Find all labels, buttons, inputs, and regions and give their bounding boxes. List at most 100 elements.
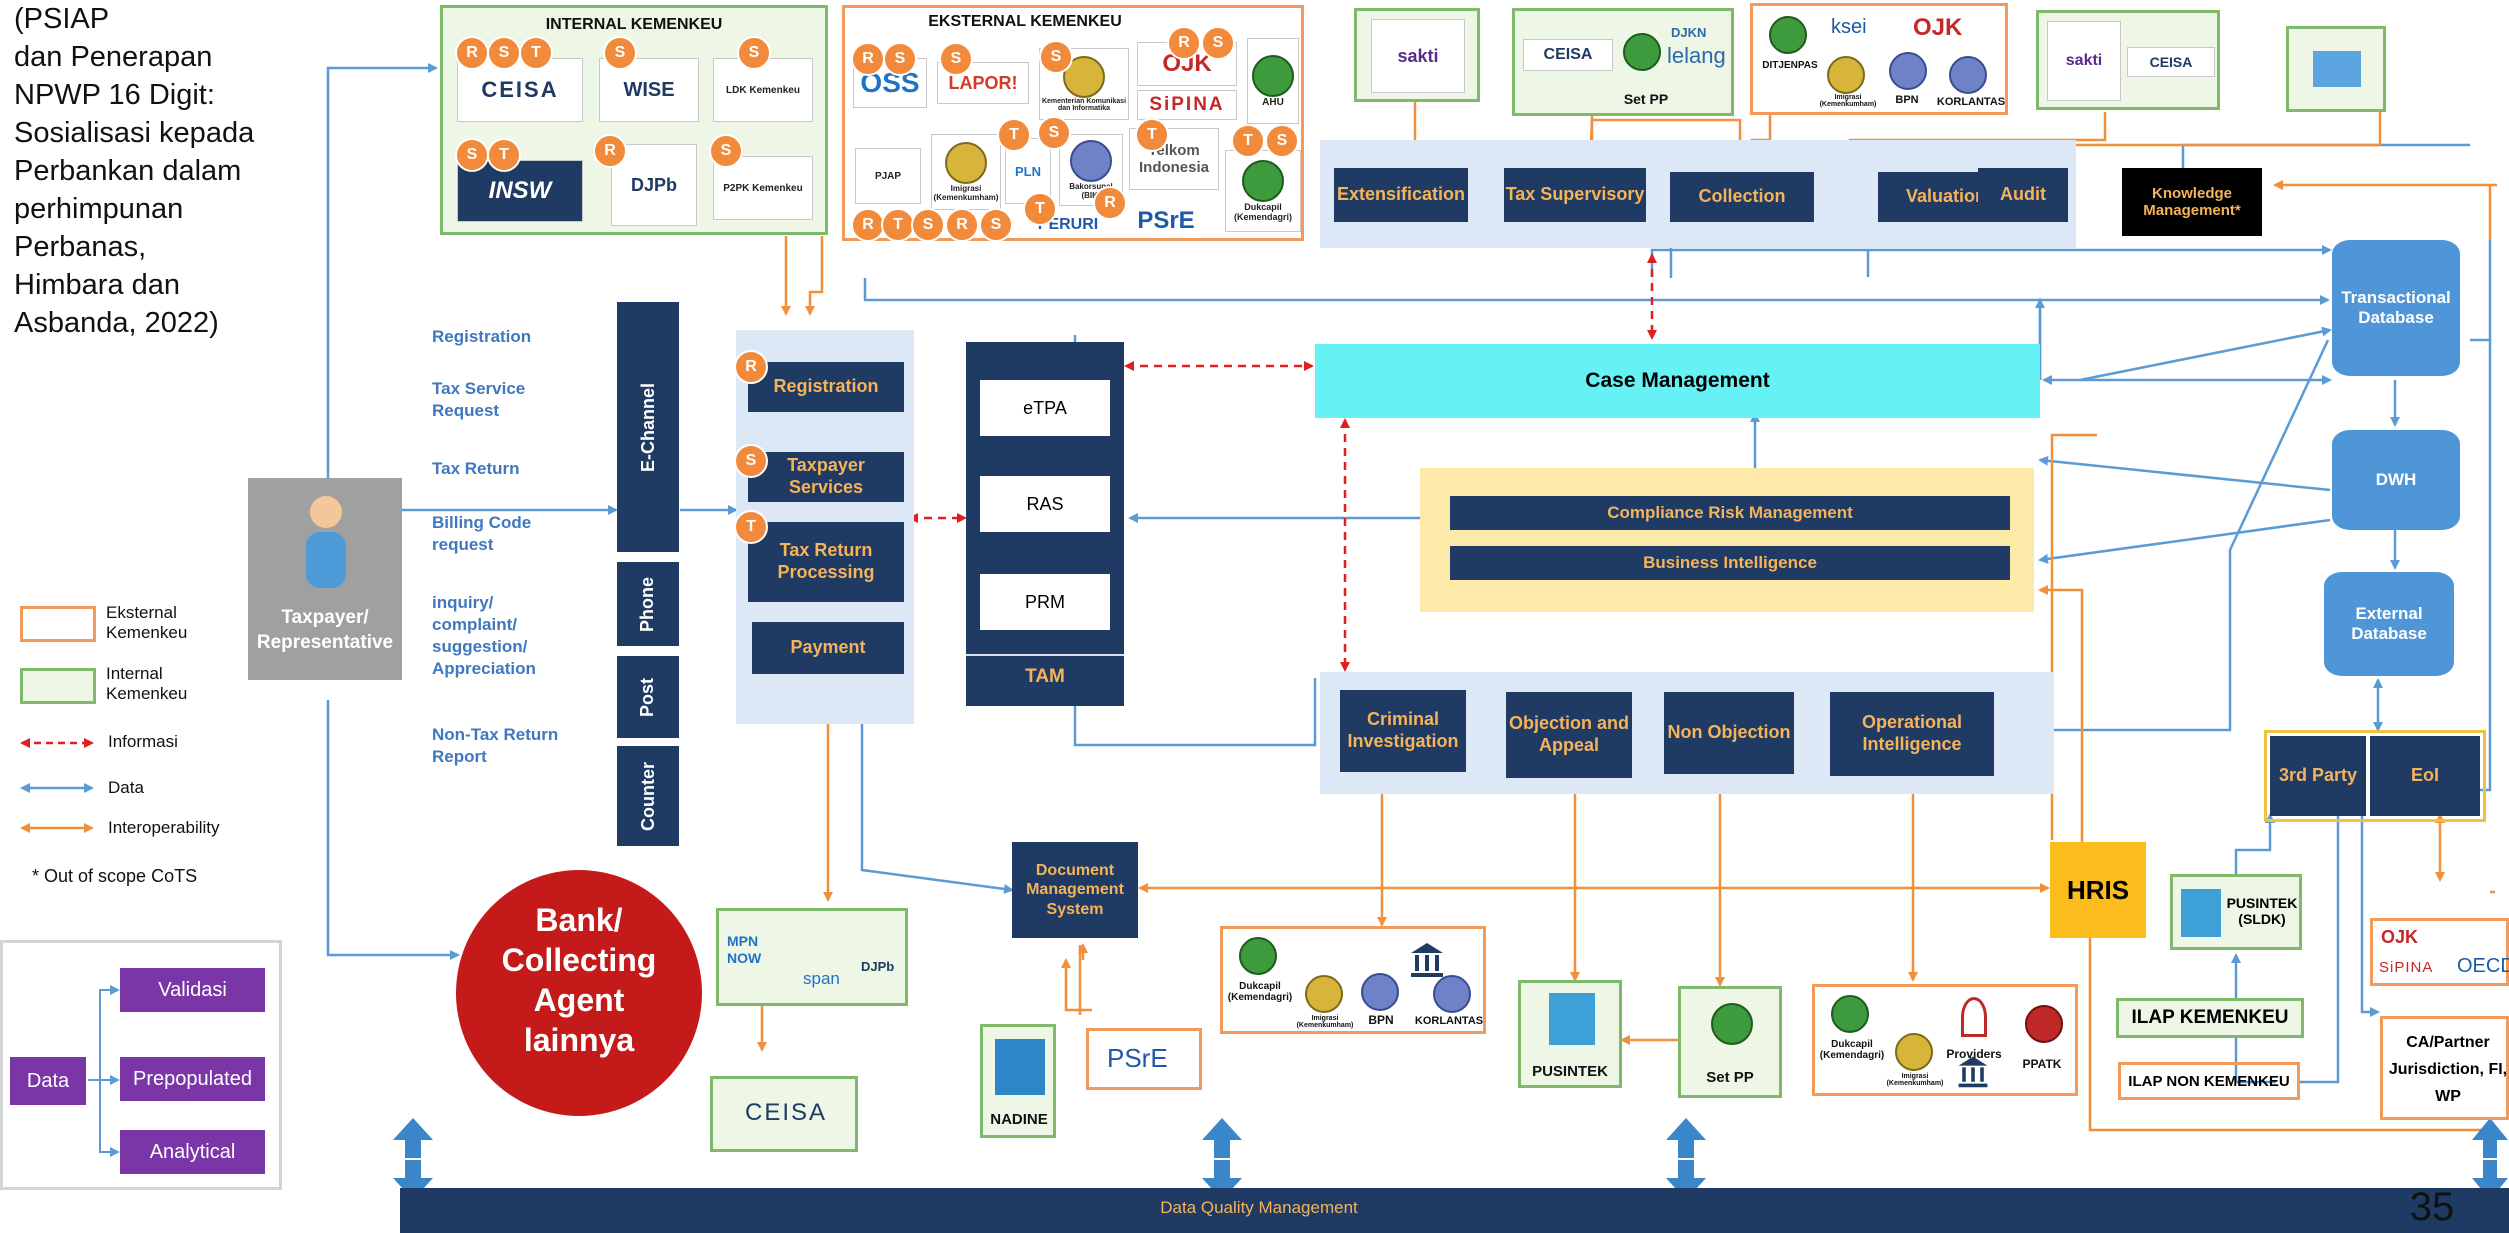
kominfo-seal-icon <box>1063 56 1105 98</box>
kominfo-label: Kementerian Komunikasi dan Informatika <box>1041 98 1127 112</box>
legend-label-interoperability: Interoperability <box>108 818 220 837</box>
mpn-span-group: MPN NOW span DJPb <box>716 908 908 1006</box>
validasi-node: Validasi <box>120 968 265 1012</box>
wise-label: WISE <box>623 78 675 101</box>
mpn-now-text: MPN NOW <box>727 933 762 966</box>
badge-s: S <box>737 36 771 70</box>
legend-label-internal: Internal Kemenkeu <box>106 664 188 703</box>
ceisa-2-logo: CEISA <box>2127 47 2215 77</box>
source-line: NPWP 16 Digit: <box>14 79 215 111</box>
ceisa-label: CEISA <box>481 77 559 102</box>
imigrasi-b1-seal-icon <box>1305 975 1343 1013</box>
legend-label-informasi: Informasi <box>108 732 178 751</box>
taxpayer-services-box: Taxpayer Services <box>748 452 904 502</box>
insw-logo: INSW <box>457 160 583 222</box>
bottom-external-group-1: Dukcapil (Kemendagri) Imigrasi (Kemenkum… <box>1220 926 1486 1034</box>
badge-s: S <box>883 42 917 76</box>
ceisa-top-label: CEISA <box>1543 46 1593 63</box>
badge-r: R <box>593 134 627 168</box>
dukcapil-logo: Dukcapil (Kemendagri) <box>1225 150 1301 232</box>
djpb-label: DJPb <box>630 174 677 195</box>
phone-label: Phone <box>637 576 658 632</box>
person-icon <box>306 496 346 588</box>
pjap-label: PJAP <box>874 170 902 182</box>
psre-bottom-label: PSrE <box>1107 1043 1168 1073</box>
badge-s: S <box>1265 124 1299 158</box>
ilap-non-kemenkeu-box: ILAP NON KEMENKEU <box>2118 1062 2300 1100</box>
ilap-kemenkeu-box: ILAP KEMENKEU <box>2116 998 2304 1038</box>
ceisa-2-label: CEISA <box>2149 54 2193 70</box>
source-line: dan Penerapan <box>14 41 213 73</box>
set-pp-b-seal-icon <box>1711 1003 1753 1045</box>
process-collection: Collection <box>1670 172 1814 222</box>
imigrasi-b1-caption: Imigrasi (Kemenkumham) <box>1296 1015 1354 1029</box>
badge-r: R <box>1093 186 1127 220</box>
insw-label: INSW <box>488 177 552 204</box>
nadine-icon <box>995 1039 1045 1095</box>
badge-t: T <box>734 510 768 544</box>
badge-t: T <box>487 138 521 172</box>
pusintek-sldk-label: PUSINTEK (SLDK) <box>2226 895 2298 927</box>
institution-icon <box>1411 943 1443 977</box>
bank-collecting-agent: Bank/ Collecting Agent lainnya <box>456 870 702 1116</box>
badge-t: T <box>1023 192 1057 226</box>
sipina-label: SiPINA <box>1149 94 1225 115</box>
legend-swatch-internal <box>20 668 96 704</box>
pln-label: PLN <box>1015 163 1041 179</box>
ojk-oecd-group: OJK SiPINA OECD <box>2370 918 2509 986</box>
dukcapil-b2-seal-icon <box>1831 995 1869 1033</box>
sipina-logo: SiPINA <box>1137 90 1237 120</box>
badge-r: R <box>851 42 885 76</box>
badge-t: T <box>1135 118 1169 152</box>
eksternal-kemenkeu-title: EKSTERNAL KEMENKEU <box>928 13 1122 30</box>
providers-antenna-icon <box>1961 997 1987 1037</box>
psre-bottom-box: PSrE <box>1086 1028 1202 1090</box>
source-line: Perbankan dalam <box>14 155 242 187</box>
ppatk-seal-icon <box>2025 1005 2063 1043</box>
psre-logo: PSrE <box>1121 204 1211 238</box>
badge-s: S <box>734 444 768 478</box>
source-citation: (PSIAP dan Penerapan NPWP 16 Digit: Sosi… <box>14 0 284 430</box>
ppatk-caption: PPATK <box>2022 1057 2062 1071</box>
eoi-box: EoI <box>2370 736 2480 816</box>
lapor-label: LAPOR! <box>948 72 1018 93</box>
pusintek-box: PUSINTEK <box>1518 980 1622 1088</box>
source-line: Asbanda, 2022) <box>14 307 219 339</box>
process-non-objection: Non Objection <box>1664 692 1794 774</box>
bpn-caption: BPN <box>1895 94 1919 106</box>
bottom-external-group-2: Dukcapil (Kemendagri) Imigrasi (Kemenkum… <box>1812 984 2078 1096</box>
ojk-top-text: OJK <box>1913 14 1963 41</box>
badge-t: T <box>1231 124 1265 158</box>
p2pk-label: P2PK Kemenkeu <box>723 182 803 194</box>
data-node: Data <box>10 1057 86 1105</box>
legend-label-eksternal: Eksternal Kemenkeu <box>106 603 188 642</box>
process-objection-appeal: Objection and Appeal <box>1506 692 1632 778</box>
ceisa-bottom-label: CEISA <box>745 1099 828 1126</box>
set-pp-seal-icon <box>1623 33 1661 71</box>
imigrasi-seal-icon <box>945 142 987 184</box>
third-party-eoi-group <box>2264 730 2486 822</box>
internal-kemenkeu-title: INTERNAL KEMENKEU <box>545 16 723 33</box>
pusintek-sldk-box: PUSINTEK (SLDK) <box>2170 874 2302 950</box>
span-text: span <box>803 969 840 988</box>
sakti-label: sakti <box>1397 45 1439 66</box>
km-logo-icon <box>2313 51 2361 87</box>
dukcapil-seal-icon <box>1242 160 1284 202</box>
badge-r: R <box>455 36 489 70</box>
taxpayer-box: Taxpayer/ Representative <box>248 478 402 680</box>
lelang-text: lelang <box>1667 43 1726 68</box>
pln-logo: PLN <box>1005 138 1051 204</box>
djkn-text: DJKN <box>1671 25 1707 40</box>
service-tax-return: Tax Return <box>432 459 520 478</box>
km-source-group <box>2286 26 2386 112</box>
badge-s: S <box>911 208 945 242</box>
ceisa-bottom-box: CEISA <box>710 1076 858 1152</box>
korlantas-b1-seal-icon <box>1433 975 1471 1013</box>
ditjenpas-seal-icon <box>1769 16 1807 54</box>
sakti-ceisa-group: sakti CEISA <box>2036 10 2220 110</box>
channel-phone: Phone <box>617 562 679 646</box>
badge-t: T <box>997 118 1031 152</box>
imigrasi-b2-seal-icon <box>1895 1033 1933 1071</box>
source-line: Perbanas, <box>14 231 147 263</box>
badge-s: S <box>1201 26 1235 60</box>
